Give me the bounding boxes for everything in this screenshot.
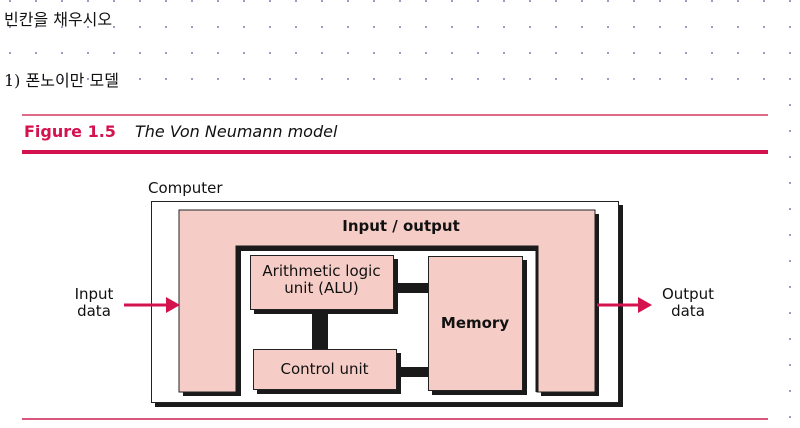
- memory-box: [428, 256, 523, 391]
- control-unit-label: Control unit: [280, 360, 369, 378]
- figure-top-rule: [22, 114, 768, 116]
- input-data-label-line2: data: [77, 302, 111, 320]
- figure-von-neumann: Figure 1.5 The Von Neumann model Compute…: [0, 100, 775, 428]
- figure-caption: Figure 1.5 The Von Neumann model: [24, 122, 337, 141]
- io-label: Input / output: [342, 217, 460, 235]
- question-text: 1) 폰노이만 모델: [4, 71, 119, 90]
- output-data-label-line2: data: [671, 302, 705, 320]
- output-arrow-head: [638, 297, 652, 313]
- io-inner-frame: [235, 245, 539, 392]
- alu-box: [250, 255, 394, 310]
- input-arrow-head: [166, 297, 180, 313]
- alu-control-connector: [312, 310, 328, 350]
- memory-label: Memory: [440, 314, 510, 332]
- computer-label: Computer: [148, 179, 223, 197]
- alu-label-line1: Arithmetic logic: [262, 262, 381, 280]
- alu-memory-connector: [395, 283, 429, 293]
- control-unit-box: [253, 349, 397, 390]
- alu-label-line2: unit (ALU): [284, 279, 359, 297]
- io-unit-shape: [124, 209, 652, 396]
- figure-bottom-rule: [22, 418, 768, 420]
- control-memory-connector: [398, 367, 429, 377]
- instruction-text: 빈칸을 채우시오: [4, 10, 113, 29]
- input-data-label-line1: Input: [74, 285, 114, 303]
- figure-header-rule: [22, 150, 768, 154]
- figure-title: The Von Neumann model: [135, 122, 338, 141]
- output-data-label-line1: Output: [661, 285, 715, 303]
- figure-number: Figure 1.5: [24, 122, 116, 141]
